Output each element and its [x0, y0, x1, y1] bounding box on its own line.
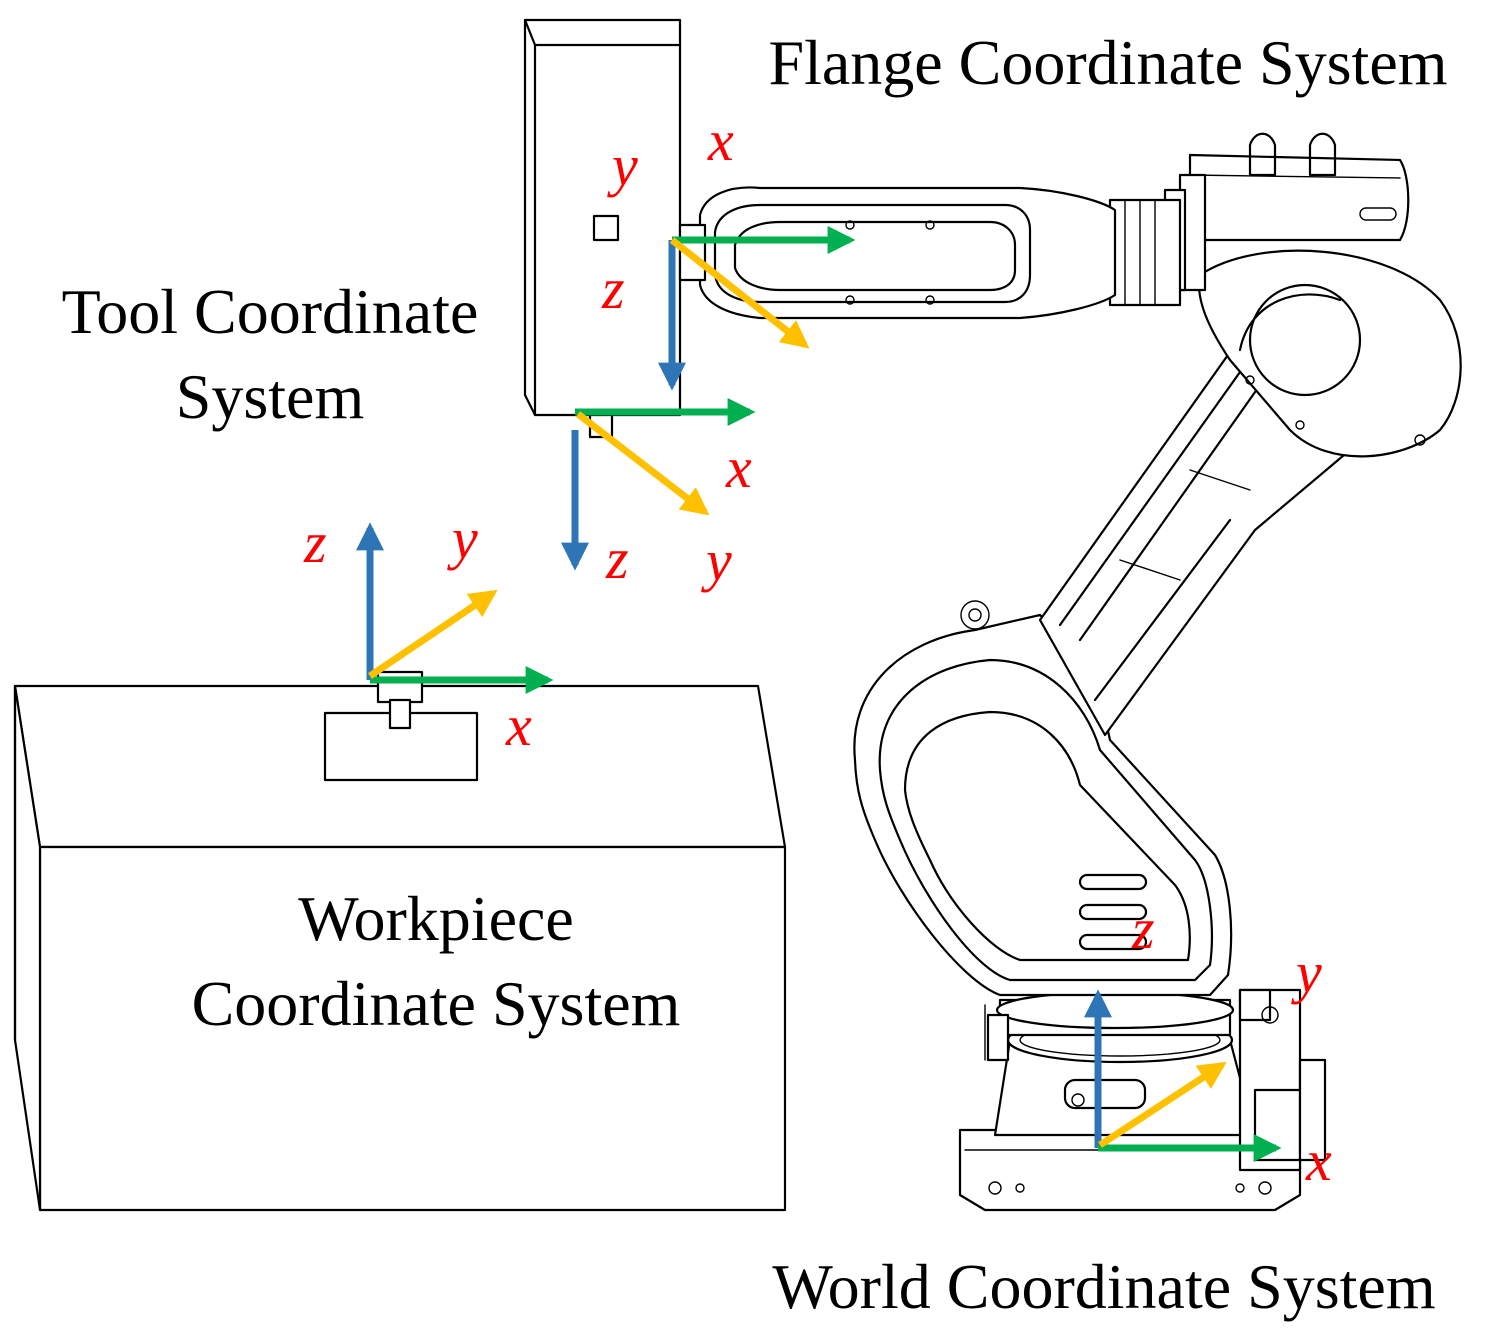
axis-letters: x y z x z y z y x z y x: [303, 108, 1332, 1193]
flange-x-label: x: [707, 108, 734, 173]
workpiece-coordinate-system-label-line2: Coordinate System: [192, 968, 681, 1039]
tool-marker-square: [592, 214, 620, 242]
robot-wrist-flange-stack: [1108, 198, 1182, 307]
workpiece-y-axis-arrow: [368, 589, 498, 679]
tool-coordinate-system-label-line1: Tool Coordinate: [62, 276, 479, 347]
flange-z-label: z: [601, 256, 625, 321]
world-coordinate-system-label: World Coordinate System: [772, 1251, 1435, 1322]
workpiece-box: [13, 670, 787, 1212]
tool-y-axis-arrow: [575, 411, 710, 516]
robot-arm: [678, 132, 1462, 1212]
workpiece-z-label: z: [303, 510, 327, 575]
robot-forearm: [698, 186, 1117, 320]
workpiece-y-label: y: [447, 506, 478, 571]
flange-coordinate-system-label: Flange Coordinate System: [768, 27, 1447, 98]
flange-y-axis-arrow: [669, 237, 810, 349]
tool-block: [523, 18, 682, 439]
flange-y-label: y: [607, 133, 638, 198]
tool-frame-axes: [561, 398, 756, 571]
tool-z-label: z: [605, 526, 629, 591]
robot-lower-arm: [853, 613, 1233, 997]
workpiece-frame-axes: [356, 522, 554, 694]
workpiece-x-label: x: [505, 693, 532, 758]
tool-y-label: y: [701, 528, 732, 593]
world-y-axis-arrow: [1098, 1061, 1227, 1148]
robot-motor-housing: [1188, 153, 1410, 242]
workpiece-coordinate-system-label-line1: Workpiece: [298, 883, 574, 954]
flange-frame-axes: [658, 226, 856, 391]
tool-x-label: x: [725, 435, 752, 500]
world-frame-axes: [1084, 989, 1282, 1162]
world-x-label: x: [1305, 1128, 1332, 1193]
world-y-label: y: [1291, 940, 1322, 1005]
world-z-label: z: [1131, 896, 1155, 961]
tool-coordinate-system-label-line2: System: [176, 361, 364, 432]
